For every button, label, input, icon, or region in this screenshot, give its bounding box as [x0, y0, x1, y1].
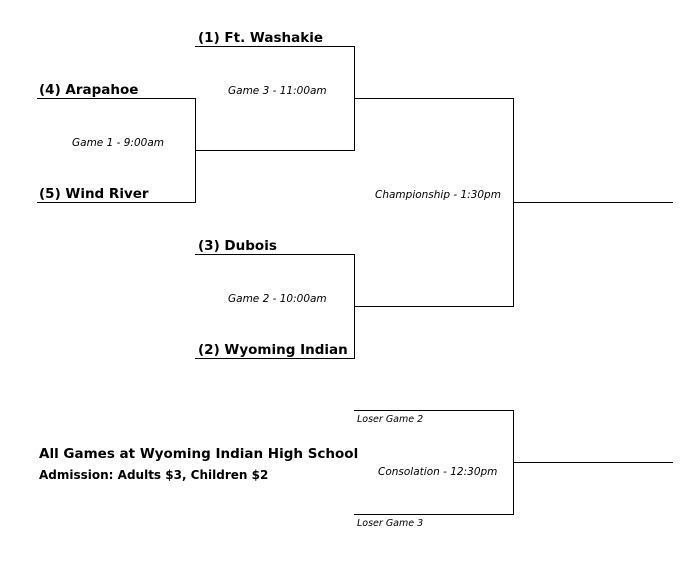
game2-label: Game 2 - 10:00am [228, 293, 327, 305]
bracket-line-wyoming-indian [195, 358, 354, 359]
team-wyoming-indian: (2) Wyoming Indian [198, 342, 348, 358]
bracket-line-loser-game2 [354, 410, 513, 411]
bracket-line-ft-washakie [195, 46, 354, 47]
team-ft-washakie: (1) Ft. Washakie [198, 30, 323, 46]
bracket-line-wind-river [37, 202, 195, 203]
game3-label: Game 3 - 11:00am [228, 85, 327, 97]
team-dubois: (3) Dubois [198, 238, 277, 254]
consolation-label: Consolation - 12:30pm [378, 466, 498, 478]
loser-game2-label: Loser Game 2 [357, 414, 424, 425]
loser-game3-label: Loser Game 3 [357, 518, 424, 529]
bracket-line-game3-winner [354, 98, 513, 99]
team-wind-river: (5) Wind River [39, 186, 149, 202]
admission-text: Admission: Adults $3, Children $2 [39, 468, 269, 482]
bracket-line-arapahoe [37, 98, 195, 99]
bracket-line-consolation-winner [513, 462, 673, 463]
bracket-line-dubois [195, 254, 354, 255]
game1-label: Game 1 - 9:00am [72, 137, 164, 149]
team-arapahoe: (4) Arapahoe [39, 82, 139, 98]
championship-label: Championship - 1:30pm [375, 189, 501, 201]
venue-text: All Games at Wyoming Indian High School [39, 446, 359, 462]
bracket-line-game1-winner [195, 150, 354, 151]
bracket-line-loser-game3 [354, 514, 513, 515]
bracket-line-champion [513, 202, 673, 203]
bracket-line-game2-winner [354, 306, 513, 307]
